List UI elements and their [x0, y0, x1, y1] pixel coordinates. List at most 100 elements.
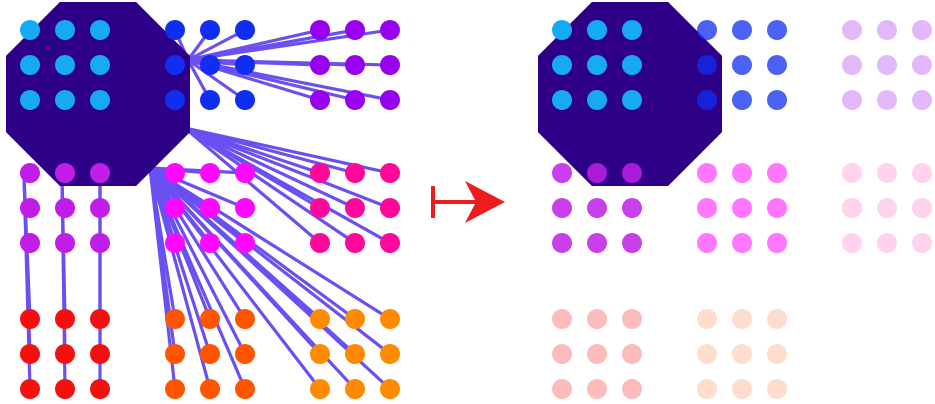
dot-b01 — [165, 90, 185, 110]
dot-r01 — [697, 20, 717, 40]
dot-b10 — [20, 163, 40, 183]
dot-r20 — [622, 344, 642, 364]
dot-r12 — [842, 233, 862, 253]
dot-r00 — [552, 20, 572, 40]
dot-r00 — [552, 90, 572, 110]
dot-r02 — [912, 20, 932, 40]
dot-r01 — [697, 55, 717, 75]
dot-r10 — [622, 233, 642, 253]
edge-line — [183, 126, 322, 245]
dot-b20 — [90, 379, 110, 399]
dot-b21 — [165, 379, 185, 399]
dot-r21 — [732, 309, 752, 329]
dot-b20 — [90, 309, 110, 329]
dot-r00 — [622, 55, 642, 75]
dot-b12 — [310, 233, 330, 253]
dot-b01 — [165, 20, 185, 40]
dot-r20 — [587, 379, 607, 399]
dot-r10 — [552, 198, 572, 218]
dot-b00 — [55, 55, 75, 75]
dot-b21 — [165, 309, 185, 329]
dot-b11 — [165, 163, 185, 183]
dot-b21 — [200, 344, 220, 364]
dot-b22 — [380, 379, 400, 399]
dot-r21 — [697, 379, 717, 399]
dot-r10 — [587, 163, 607, 183]
dot-r10 — [622, 163, 642, 183]
dot-b11 — [235, 233, 255, 253]
dot-b21 — [235, 344, 255, 364]
dot-r10 — [552, 233, 572, 253]
edge-line — [183, 126, 357, 245]
dot-r21 — [732, 379, 752, 399]
dot-b02 — [380, 20, 400, 40]
dot-r11 — [767, 198, 787, 218]
maps-to-arrow — [431, 181, 505, 223]
dot-b12 — [345, 233, 365, 253]
dot-r11 — [732, 233, 752, 253]
dot-b02 — [345, 20, 365, 40]
dot-b02 — [345, 55, 365, 75]
dot-r12 — [842, 163, 862, 183]
left-dot-grid — [20, 20, 400, 399]
dot-b10 — [90, 163, 110, 183]
dot-b11 — [165, 233, 185, 253]
dot-r10 — [622, 198, 642, 218]
dot-r11 — [697, 198, 717, 218]
dot-b01 — [235, 20, 255, 40]
dot-b20 — [20, 344, 40, 364]
dot-r12 — [912, 233, 932, 253]
dot-b00 — [20, 55, 40, 75]
dot-b01 — [235, 90, 255, 110]
edge-line — [148, 166, 392, 321]
dot-b21 — [200, 379, 220, 399]
dot-b01 — [235, 55, 255, 75]
dot-r21 — [767, 344, 787, 364]
dot-r20 — [552, 309, 572, 329]
dot-b21 — [200, 309, 220, 329]
dot-b00 — [20, 20, 40, 40]
dot-r21 — [697, 344, 717, 364]
dot-r21 — [697, 309, 717, 329]
edge-line — [148, 166, 247, 175]
dot-b11 — [200, 233, 220, 253]
dot-b12 — [380, 233, 400, 253]
dot-b01 — [165, 55, 185, 75]
dot-r02 — [877, 20, 897, 40]
edge-line — [183, 126, 392, 245]
dot-b11 — [200, 198, 220, 218]
dot-b22 — [380, 309, 400, 329]
dot-b02 — [310, 90, 330, 110]
edge-line — [148, 166, 212, 391]
dot-r21 — [732, 344, 752, 364]
dot-r10 — [587, 233, 607, 253]
dot-r01 — [732, 90, 752, 110]
dot-r02 — [912, 55, 932, 75]
dot-r20 — [587, 309, 607, 329]
dot-b00 — [90, 55, 110, 75]
dot-r20 — [622, 379, 642, 399]
dot-b22 — [310, 344, 330, 364]
dot-b21 — [235, 309, 255, 329]
dot-b00 — [20, 90, 40, 110]
dot-r12 — [912, 198, 932, 218]
dot-b02 — [310, 20, 330, 40]
dot-b01 — [200, 20, 220, 40]
dot-b20 — [55, 379, 75, 399]
dot-b02 — [380, 90, 400, 110]
dot-r00 — [622, 90, 642, 110]
dot-b10 — [90, 198, 110, 218]
dot-r21 — [767, 379, 787, 399]
dot-b10 — [20, 198, 40, 218]
dot-r00 — [587, 20, 607, 40]
dot-b01 — [200, 90, 220, 110]
dot-r11 — [767, 163, 787, 183]
dot-r01 — [697, 90, 717, 110]
dot-r02 — [842, 20, 862, 40]
dot-r10 — [552, 163, 572, 183]
dot-r11 — [767, 233, 787, 253]
dot-r12 — [842, 198, 862, 218]
dot-r02 — [912, 90, 932, 110]
dot-r01 — [767, 20, 787, 40]
